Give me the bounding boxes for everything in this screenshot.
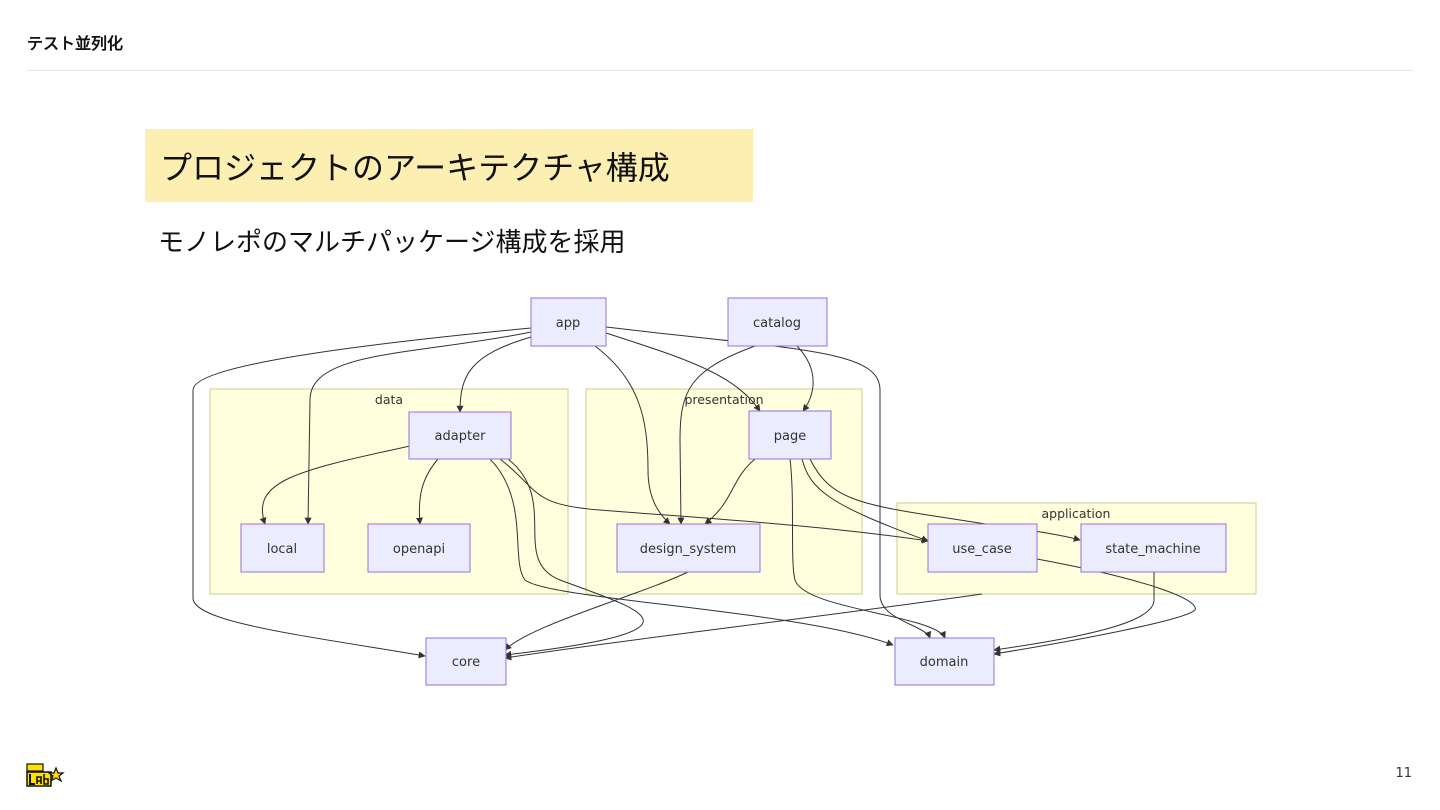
header-divider <box>27 70 1413 71</box>
page-number: 11 <box>1395 766 1412 781</box>
edge-state_machine-domain <box>993 572 1155 653</box>
edge-catalog-page <box>796 345 814 412</box>
edge-catalog-design_system <box>677 345 756 525</box>
node-page: page <box>748 410 832 460</box>
node-local: local <box>240 523 325 573</box>
edge-use_case-core <box>504 593 983 661</box>
node-label-adapter: adapter <box>435 429 487 444</box>
edge-app-design_system <box>594 345 671 525</box>
node-label-page: page <box>774 429 806 444</box>
node-design_system: design_system <box>616 523 761 573</box>
node-label-catalog: catalog <box>753 316 801 331</box>
edge-adapter-openapi <box>415 458 439 525</box>
node-app: app <box>530 297 607 347</box>
node-label-app: app <box>556 316 580 331</box>
edge-page-domain <box>789 458 946 639</box>
node-label-core: core <box>452 655 480 670</box>
node-label-domain: domain <box>920 655 969 670</box>
edge-design_system-core <box>504 571 689 651</box>
edge-adapter-domain <box>489 458 894 647</box>
node-adapter: adapter <box>408 411 512 460</box>
node-use_case: use_case <box>927 523 1038 573</box>
edges <box>192 326 1196 661</box>
cluster-label-data: data <box>375 392 403 407</box>
node-label-openapi: openapi <box>393 542 445 557</box>
edge-page-use_case <box>801 458 929 543</box>
edge-adapter-use_case <box>499 458 929 544</box>
node-core: core <box>425 637 507 686</box>
node-domain: domain <box>894 637 995 686</box>
edge-app-local <box>304 331 532 525</box>
cluster-label-application: application <box>1042 506 1111 521</box>
edge-use_case-domain <box>993 558 1196 657</box>
slide-title: プロジェクトのアーキテクチャ構成 <box>145 129 753 202</box>
edge-adapter-local <box>259 445 411 525</box>
edge-adapter-core <box>504 458 644 658</box>
slide-title-text: プロジェクトのアーキテクチャ構成 <box>160 148 670 187</box>
slide-subtitle: モノレポのマルチパッケージ構成を採用 <box>158 228 626 258</box>
edge-page-design_system <box>704 458 756 525</box>
teamlab-logo <box>26 763 65 787</box>
node-label-design_system: design_system <box>640 542 737 557</box>
node-openapi: openapi <box>367 523 471 573</box>
edge-page-state_machine <box>809 458 1081 542</box>
node-label-state_machine: state_machine <box>1105 542 1200 557</box>
edge-app-core <box>192 327 532 659</box>
node-label-local: local <box>267 542 297 557</box>
node-catalog: catalog <box>727 297 828 347</box>
edge-app-page <box>605 332 761 412</box>
edge-app-adapter <box>456 336 532 413</box>
node-label-use_case: use_case <box>952 542 1011 557</box>
cluster-label-presentation: presentation <box>684 392 763 407</box>
node-state_machine: state_machine <box>1080 523 1227 573</box>
header-title: テスト並列化 <box>27 34 124 53</box>
